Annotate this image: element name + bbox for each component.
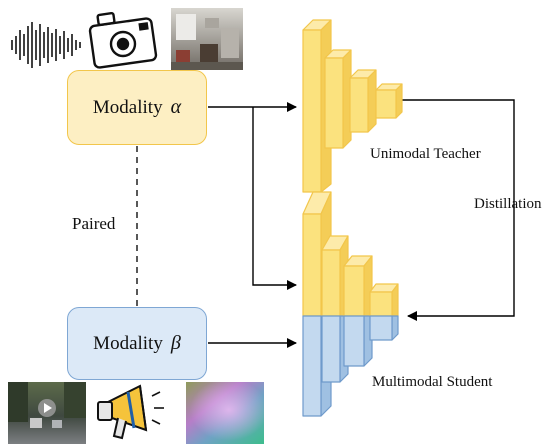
camera-icon [88,11,158,69]
distillation-label: Distillation [474,196,542,212]
distillation-arrow [402,99,515,321]
teacher-network [302,19,403,193]
modality-alpha-label: Modality [92,96,163,118]
teacher-layer-2 [324,49,352,149]
teacher-layer-3 [349,69,377,133]
modality-alpha-box: Modality α [67,70,207,145]
teacher-layer-4 [375,83,403,119]
depth-map-icon [186,382,264,444]
teacher-label: Unimodal Teacher [370,146,481,162]
audio-waveform-icon [11,22,81,68]
modality-alpha-symbol: α [170,96,182,118]
modality-beta-label: Modality [93,332,163,354]
modality-beta-symbol: β [170,332,181,354]
student-layer-4 [369,283,399,341]
megaphone-icon [97,384,164,440]
modality-beta-box: Modality β [67,307,207,380]
student-layer-3 [343,255,373,367]
student-label: Multimodal Student [372,374,493,390]
street-video-icon [8,382,86,444]
room-photo-icon [171,8,243,70]
alpha-arrows [208,102,297,290]
student-network [302,191,399,417]
paired-label: Paired [72,214,116,233]
